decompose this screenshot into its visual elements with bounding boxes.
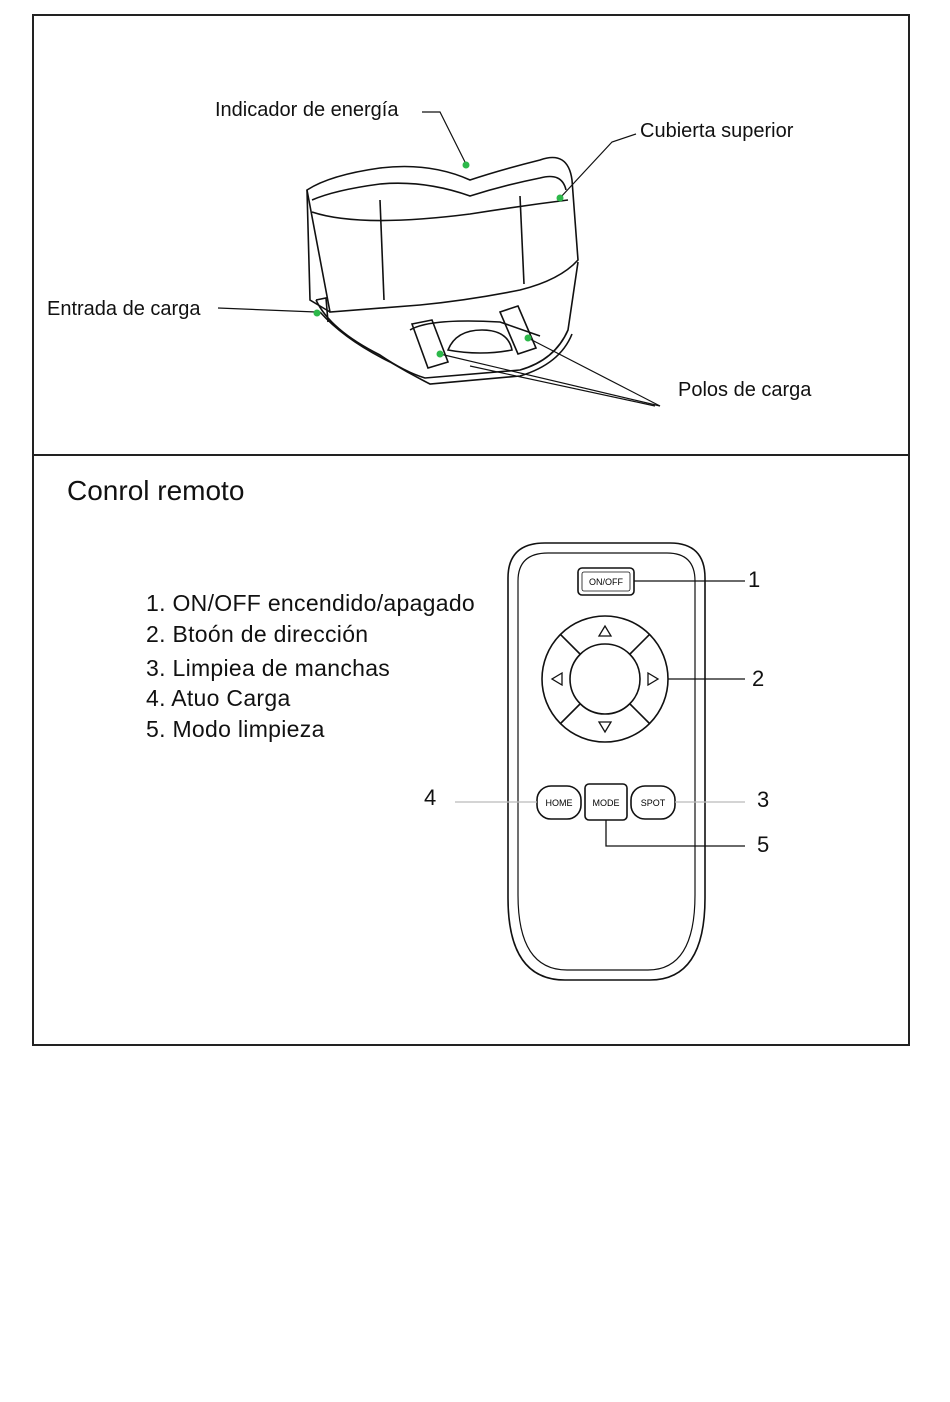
dock-pole-recess — [448, 330, 512, 353]
top-cover-label: Cubierta superior — [640, 120, 793, 143]
power-indicator-label: Indicador de energía — [215, 99, 398, 122]
callout-2: 2 — [752, 666, 764, 692]
dock-pole-right — [500, 306, 536, 354]
dock-markers — [314, 162, 564, 358]
remote-title: Conrol remoto — [67, 475, 244, 507]
charging-pole-left-marker — [437, 351, 444, 358]
charging-poles-label: Polos de carga — [678, 379, 811, 402]
charging-input-marker — [314, 310, 321, 317]
charging-dock-illustration — [307, 158, 578, 385]
callout-1: 1 — [748, 567, 760, 593]
charging-pole-right-marker — [525, 335, 532, 342]
legend-item-onoff: 1. ON/OFF encendido/apagado — [146, 590, 475, 617]
charging-input-label: Entrada de carga — [47, 298, 200, 321]
callout-3: 3 — [757, 787, 769, 813]
legend-item-home: 4. Atuo Carga — [146, 685, 291, 712]
top-cover-marker — [557, 195, 564, 202]
legend-item-direction: 2. Btoón de dirección — [146, 621, 368, 648]
dock-leader-lines — [218, 112, 660, 406]
callout-4: 4 — [424, 785, 436, 811]
remote-panel — [32, 454, 910, 1046]
dock-top-cover — [307, 158, 578, 313]
power-indicator-marker — [463, 162, 470, 169]
legend-item-mode: 5. Modo limpieza — [146, 716, 325, 743]
legend-item-spot: 3. Limpiea de manchas — [146, 655, 390, 682]
callout-5: 5 — [757, 832, 769, 858]
